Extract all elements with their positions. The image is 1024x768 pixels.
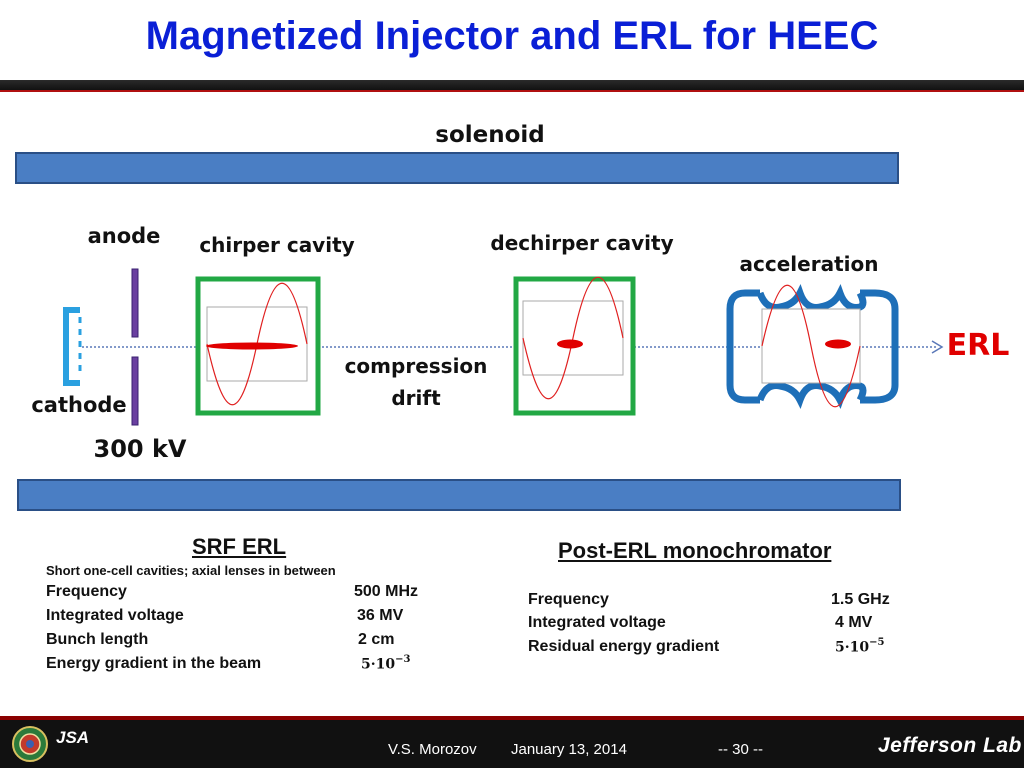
slide-title: Magnetized Injector and ERL for HEEC [145, 14, 879, 58]
footer-date: January 13, 2014 [511, 741, 627, 758]
jefferson-lab-logo: Jefferson Lab [878, 734, 1022, 757]
anode-upper [131, 268, 139, 338]
srf-erl-row-value: 5·10−3 [361, 654, 410, 673]
title-divider [0, 80, 1024, 90]
drift-label-line2: drift [391, 386, 441, 410]
monochromator-row-name: Integrated voltage [528, 614, 666, 631]
srf-erl-row-name: Integrated voltage [46, 607, 184, 624]
footer-page-number: -- 30 -- [718, 741, 763, 758]
anode-label: anode [88, 224, 161, 248]
srf-erl-note: Short one-cell cavities; axial lenses in… [46, 563, 336, 578]
monochromator-row-name: Residual energy gradient [528, 638, 720, 655]
drift-label-line1: compression [345, 354, 488, 378]
dechirper-label: dechirper cavity [490, 231, 673, 255]
monochromator-heading: Post-ERL monochromator [558, 538, 832, 563]
srf-erl-row-value: 500 MHz [354, 583, 419, 600]
monochromator-row-name: Frequency [528, 591, 609, 608]
solenoid-bottom [17, 479, 901, 511]
cathode [63, 307, 82, 386]
jsa-logo: JSA [56, 728, 89, 748]
beam-arrowhead [931, 340, 944, 354]
dechirper-bunch [557, 339, 583, 349]
anode-lower [131, 356, 139, 426]
srf-erl-heading: SRF ERL [192, 534, 287, 559]
acceleration-label: acceleration [740, 252, 879, 276]
monochromator-row-value: 4 MV [835, 614, 873, 631]
srf-erl-row-value: 2 cm [358, 631, 395, 648]
voltage-label: 300 kV [94, 435, 187, 463]
footer-accent [0, 716, 1024, 720]
footer-bar [0, 720, 1024, 768]
srf-erl-row-value: 36 MV [357, 607, 404, 624]
monochromator-gradient-exp: −5 [869, 637, 885, 648]
monochromator-gradient-base: 5·10 [835, 639, 870, 656]
footer-author: V.S. Morozov [388, 741, 477, 758]
srf-erl-row-name: Frequency [46, 583, 127, 600]
cathode-label: cathode [31, 393, 126, 417]
jsa-logo-text: JSA [56, 728, 90, 747]
srf-erl-gradient-exp: −3 [395, 654, 411, 665]
erl-label: ERL [947, 328, 1010, 363]
acceleration-bunch [825, 339, 851, 349]
srf-erl-gradient-base: 5·10 [361, 656, 396, 673]
doe-seal-icon [12, 726, 48, 762]
chirper-bunch [206, 342, 298, 350]
chirper-label: chirper cavity [199, 233, 354, 257]
srf-erl-row-name: Energy gradient in the beam [46, 655, 262, 672]
dechirper-rf-wave [522, 276, 624, 400]
srf-erl-row-name: Bunch length [46, 631, 149, 648]
monochromator-row-value: 1.5 GHz [831, 591, 890, 608]
solenoid-label: solenoid [435, 122, 545, 148]
solenoid-top [15, 152, 899, 184]
acceleration-rf-wave [761, 284, 861, 408]
injector-diagram: solenoid cathode 300 kV anode chirper ca… [15, 122, 1010, 511]
acceleration-cavity [726, 284, 899, 409]
title-divider-accent [0, 90, 1024, 92]
monochromator-row-value: 5·10−5 [835, 637, 884, 656]
